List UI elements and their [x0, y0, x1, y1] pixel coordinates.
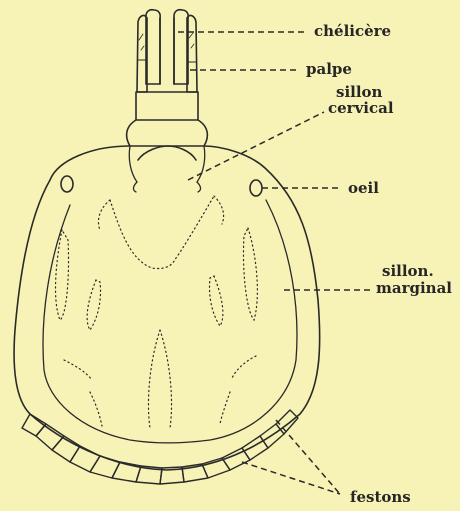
label-festons: festons	[350, 489, 411, 505]
label-sillon-cervical-2: cervical	[328, 100, 394, 116]
label-sillon-marginal-2: marginal	[376, 280, 452, 296]
cervical-groove	[133, 182, 200, 192]
label-palpe: palpe	[306, 61, 352, 77]
label-oeil: oeil	[348, 180, 379, 196]
label-sillon-marginal-1: sillon.	[382, 263, 434, 279]
label-sillon-cervical-1: sillon	[336, 84, 382, 100]
body-outline	[14, 146, 320, 470]
eye-right	[250, 180, 262, 196]
label-chelicere: chélicère	[314, 23, 391, 39]
eye-left	[61, 176, 73, 192]
leader-festons-2	[242, 462, 340, 494]
basis-capituli	[127, 92, 208, 160]
chelicerae	[146, 10, 188, 84]
marginal-groove	[43, 200, 297, 443]
leader-festons-1	[276, 420, 340, 494]
shield-edge	[129, 146, 204, 182]
central-pattern	[110, 196, 214, 269]
